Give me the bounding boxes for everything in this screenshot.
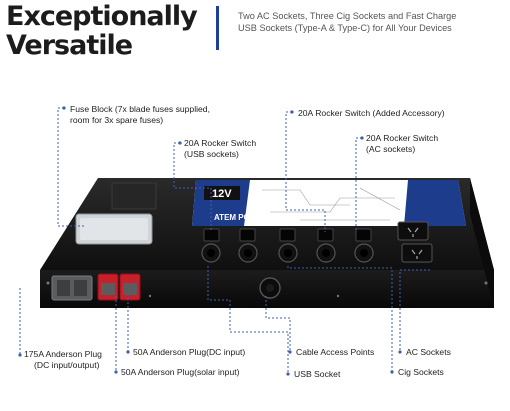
rocker-switch-3 [279, 228, 296, 242]
usb-socket-leader [207, 266, 289, 374]
anderson-175-label-line1: 175A Anderson Plug [24, 349, 102, 359]
fuse-block-label-line2: room for 3x spare fuses) [70, 114, 164, 125]
wiring-diagram [262, 187, 401, 221]
page-title: Exceptionally Versatile [6, 1, 198, 61]
anderson-plug-50a-dc [97, 273, 119, 301]
label-panel: 12V ATEM POWER [192, 180, 466, 226]
cable-access-leader [265, 296, 291, 352]
title-line-1: Exceptionally [6, 1, 198, 32]
anderson-50-solar-label: 50A Anderson Plug(solar input) [121, 367, 240, 377]
usb-socket-label: USB Socket [294, 369, 341, 379]
rocker-ac-label: 20A Rocker Switch (AC sockets) [366, 133, 438, 154]
anderson-50-dc-label: 50A Anderson Plug(DC input) [133, 347, 246, 357]
anderson-175-label-line2: (DC input/output) [34, 359, 100, 370]
fuse-block-label-line1: Fuse Block (7x blade fuses supplied, [70, 104, 210, 114]
rocker-usb-leader [173, 142, 212, 232]
cig-sockets-label: Cig Sockets [398, 367, 444, 377]
rocker-ac-label-line1: 20A Rocker Switch [366, 133, 439, 143]
cable-access-label: Cable Access Points [296, 347, 375, 357]
rocker-switch-2 [239, 228, 256, 242]
subtitle: Two AC Sockets, Three Cig Sockets and Fa… [238, 11, 457, 33]
ac-sockets-leader [399, 269, 430, 352]
socket-cores [207, 249, 368, 257]
rocker-switch-5 [355, 228, 372, 242]
callout-lines [19, 107, 430, 374]
ac-socket-2 [401, 243, 433, 263]
brand-logo: ATEM POWER [214, 213, 269, 222]
fuse-block-label: Fuse Block (7x blade fuses supplied, roo… [70, 104, 210, 125]
rocker-usb-label-line2: (USB sockets) [184, 148, 239, 159]
anderson-plug-50a-solar [119, 273, 141, 301]
ac-sockets-label: AC Sockets [406, 347, 451, 357]
rocker-ac-leader [355, 137, 362, 232]
callout-dots [18, 106, 402, 376]
cig-sockets-leader [287, 266, 393, 372]
ac-socket-1 [397, 221, 429, 241]
rocker-switch-row [203, 228, 372, 242]
ac-socket-group [397, 221, 433, 263]
title-line-2: Versatile [6, 30, 133, 61]
rocker-ac-label-line2: (AC sockets) [366, 143, 416, 154]
voltage-badge: 12V [212, 188, 232, 200]
box-side-face [470, 178, 494, 308]
fuse-block [75, 182, 157, 245]
panel-screws [46, 281, 488, 298]
accent-divider [216, 6, 219, 50]
rocker-added-leader [285, 111, 326, 232]
rocker-usb-label-line1: 20A Rocker Switch [184, 138, 257, 148]
rocker-switch-1 [203, 228, 220, 242]
rocker-switch-4 [317, 228, 334, 242]
anderson-plug-175a [51, 275, 93, 301]
rocker-added-label: 20A Rocker Switch (Added Accessory) [298, 108, 445, 118]
anderson-175-label: 175A Anderson Plug (DC input/output) [24, 349, 102, 370]
fuse-block-leader [57, 107, 84, 227]
rocker-usb-label: 20A Rocker Switch (USB sockets) [184, 138, 256, 159]
